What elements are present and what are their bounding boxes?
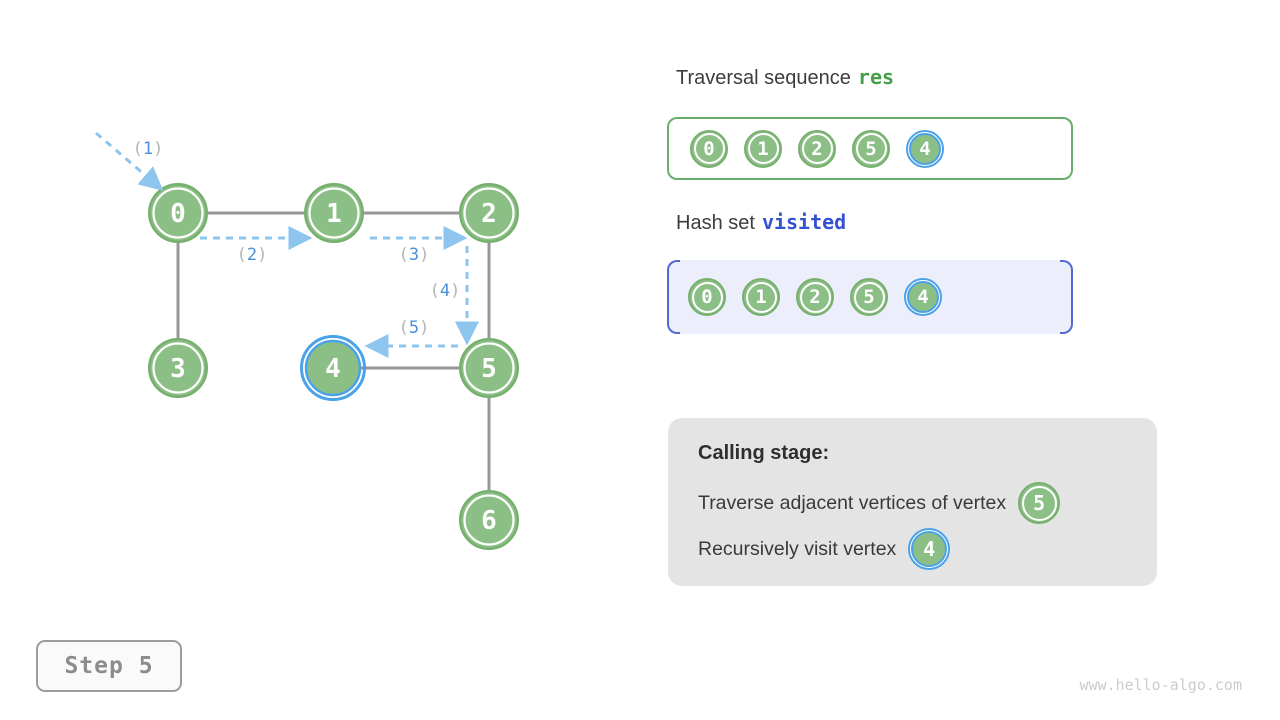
calling-stage-line-text: Recursively visit vertex bbox=[698, 537, 897, 560]
node-body bbox=[459, 183, 519, 243]
vertex-chip-4-highlighted: 4 bbox=[908, 528, 951, 570]
calling-stage-line-text: Traverse adjacent vertices of vertex bbox=[698, 491, 1007, 514]
vertex-chip-label: 5 bbox=[1033, 491, 1046, 515]
node-body bbox=[148, 183, 208, 243]
node-inner-ring bbox=[463, 494, 515, 546]
graph-order-labels: (1) (2) (3)(4)(5) bbox=[133, 139, 461, 338]
graph-arrows bbox=[95, 131, 479, 358]
vertex-chip-0: 0 bbox=[688, 278, 726, 316]
node-inner-ring bbox=[463, 342, 515, 394]
node-label: 0 bbox=[170, 199, 186, 229]
graph-node-3: 3 bbox=[148, 338, 208, 398]
step-button[interactable]: Step 5 bbox=[36, 640, 182, 692]
order-label-4: (4) bbox=[430, 281, 461, 301]
calling-stage-box: Calling stage: Traverse adjacent vertice… bbox=[668, 418, 1157, 586]
calling-stage-line-2: Recursively visit vertex 4 bbox=[698, 528, 1060, 570]
vertex-chip-label: 1 bbox=[757, 137, 769, 160]
node-label: 6 bbox=[481, 506, 497, 536]
node-inner-ring bbox=[308, 187, 360, 239]
calling-stage-line-1: Traverse adjacent vertices of vertex 5 bbox=[698, 482, 1061, 524]
node-label: 4 bbox=[325, 354, 341, 384]
node-body bbox=[459, 338, 519, 398]
order-label-3: (3) bbox=[399, 245, 430, 265]
visited-set-box: 0 1 2 5 4 bbox=[667, 260, 1073, 334]
order-label-5: (5) bbox=[399, 318, 430, 338]
graph-node-0: 0 bbox=[148, 183, 208, 243]
visited-chip-row: 0 1 2 5 4 bbox=[688, 278, 942, 316]
vertex-chip-label: 0 bbox=[701, 286, 713, 308]
node-label: 2 bbox=[481, 199, 497, 229]
node-highlight-ring bbox=[300, 335, 366, 401]
node-label: 1 bbox=[326, 199, 342, 229]
vertex-chip-label: 2 bbox=[809, 286, 821, 308]
graph-node-4-highlighted: 4 bbox=[300, 335, 366, 401]
graph-nodes: 0 1 2 3 4 5 6 bbox=[148, 183, 519, 550]
vertex-chip-label: 2 bbox=[811, 137, 823, 160]
visited-title-text: Hash set bbox=[676, 212, 755, 234]
node-body bbox=[304, 183, 364, 243]
vertex-chip-5: 5 bbox=[852, 129, 890, 168]
vertex-chip-5: 5 bbox=[1018, 482, 1061, 524]
node-body bbox=[304, 339, 362, 397]
node-body bbox=[459, 490, 519, 550]
vertex-chip-label: 4 bbox=[919, 137, 931, 160]
vertex-chip-4-highlighted: 4 bbox=[906, 129, 944, 168]
traversal-title-text: Traversal sequence bbox=[676, 67, 851, 89]
vertex-chip-0: 0 bbox=[690, 129, 728, 168]
traversal-arrow-1 bbox=[95, 131, 164, 191]
graph-node-6: 6 bbox=[459, 490, 519, 550]
vertex-chip-label: 4 bbox=[923, 537, 936, 561]
vertex-chip-2: 2 bbox=[796, 278, 834, 316]
node-inner-ring bbox=[152, 342, 204, 394]
traversal-chip-row: 0 1 2 5 4 bbox=[690, 129, 944, 168]
step-button-label: Step 5 bbox=[64, 653, 154, 679]
node-label: 5 bbox=[481, 354, 497, 384]
vertex-chip-label: 5 bbox=[863, 286, 875, 308]
vertex-chip-label: 4 bbox=[917, 286, 929, 308]
vertex-chip-2: 2 bbox=[798, 129, 836, 168]
traversal-sequence-box: 0 1 2 5 4 bbox=[667, 117, 1073, 180]
vertex-chip-1: 1 bbox=[744, 129, 782, 168]
vertex-chip-1: 1 bbox=[742, 278, 780, 316]
watermark: www.hello-algo.com bbox=[1079, 676, 1242, 694]
vertex-chip-5: 5 bbox=[850, 278, 888, 316]
graph-node-5: 5 bbox=[459, 338, 519, 398]
traversal-title-code: res bbox=[857, 65, 895, 89]
order-label-2: (2) bbox=[237, 245, 268, 265]
calling-stage-heading: Calling stage: bbox=[698, 442, 830, 464]
visited-title-code: visited bbox=[761, 210, 847, 234]
graph-node-1: 1 bbox=[304, 183, 364, 243]
traversal-title: Traversal sequence res bbox=[676, 65, 894, 90]
visited-title: Hash set visited bbox=[676, 210, 846, 235]
node-inner-ring bbox=[463, 187, 515, 239]
vertex-chip-label: 5 bbox=[865, 137, 877, 160]
node-inner-ring bbox=[152, 187, 204, 239]
graph-node-2: 2 bbox=[459, 183, 519, 243]
order-label-1: (1) bbox=[133, 139, 164, 159]
graph-svg: 0 1 2 3 4 5 6 (1) (2) (3)(4)(5) bbox=[95, 131, 519, 550]
vertex-chip-4-highlighted: 4 bbox=[904, 278, 942, 316]
vertex-chip-label: 0 bbox=[703, 137, 715, 160]
vertex-chip-label: 1 bbox=[755, 286, 767, 308]
node-label: 3 bbox=[170, 354, 186, 384]
node-body bbox=[148, 338, 208, 398]
